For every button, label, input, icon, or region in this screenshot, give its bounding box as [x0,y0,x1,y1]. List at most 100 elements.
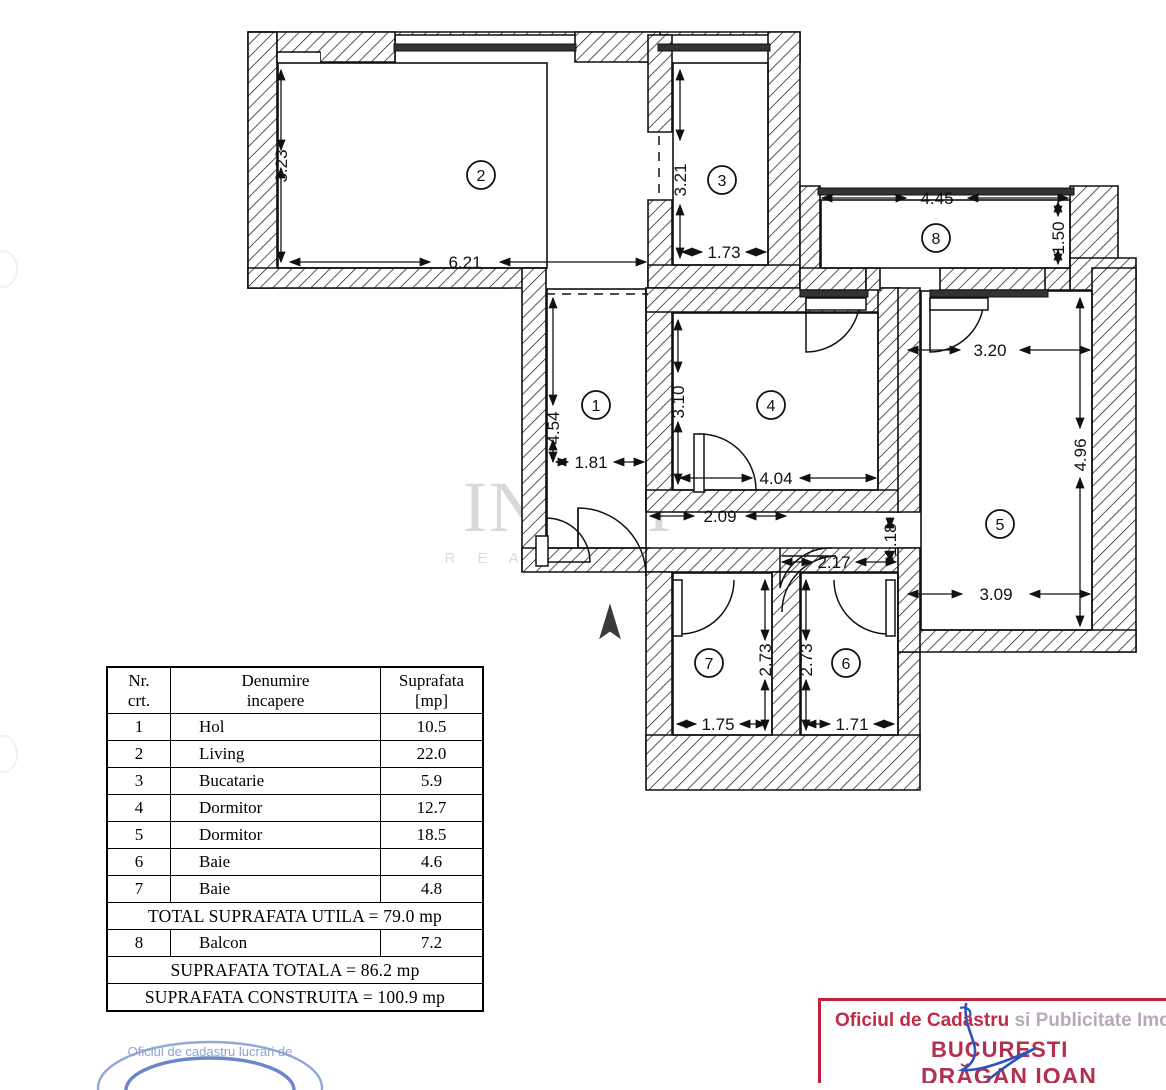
cell-area: 18.5 [380,821,484,850]
svg-text:4.54: 4.54 [544,411,563,444]
svg-text:4.04: 4.04 [759,469,792,488]
svg-text:4.45: 4.45 [920,189,953,208]
svg-text:3: 3 [718,173,727,190]
table-header-row: Nr. crt. Denumire incapere Suprafata [mp… [106,666,484,715]
header-denumire: Denumire incapere [170,666,381,715]
header-suprafata-line1: Suprafata [398,671,465,690]
cell-nr: 8 [106,929,171,958]
room-outlines [277,62,1093,736]
svg-text:1.18: 1.18 [881,523,900,556]
table-total-totala-row: SUPRAFATA TOTALA = 86.2 mp [106,956,484,985]
cell-area: 12.7 [380,794,484,823]
header-nr-line2: crt. [127,690,151,710]
header-nr: Nr. crt. [106,666,171,715]
window-kitchen [657,43,771,52]
svg-text:2.73: 2.73 [797,643,816,676]
room-badge-4: 4 [756,390,786,420]
walls-hatched [247,31,1137,791]
header-denumire-line1: Denumire [241,671,310,690]
table-total-utila-row: TOTAL SUPRAFATA UTILA = 79.0 mp [106,902,484,931]
cell-nr: 3 [106,767,171,796]
cell-nr: 1 [106,713,171,742]
cell-area: 5.9 [380,767,484,796]
room-badge-8: 8 [921,223,951,253]
cell-name: Hol [170,713,381,742]
dimension-lines [276,68,1092,732]
cell-area: 22.0 [380,740,484,769]
header-suprafata: Suprafata [mp] [380,666,484,715]
table-total-construita-row: SUPRAFATA CONSTRUITA = 100.9 mp [106,983,484,1012]
svg-text:5: 5 [996,517,1005,534]
svg-text:1.73: 1.73 [707,243,740,262]
cell-area: 4.8 [380,875,484,904]
window-bed5 [929,289,1049,298]
windows [393,43,1075,298]
cell-area: 10.5 [380,713,484,742]
cell-name: Dormitor [170,821,381,850]
room-badge-6: 6 [831,648,861,678]
cell-name: Dormitor [170,794,381,823]
cell-area: 4.6 [380,848,484,877]
header-nr-line1: Nr. [128,671,150,690]
svg-text:4: 4 [767,398,776,415]
svg-text:3.23: 3.23 [272,149,291,182]
room-badge-2: 2 [466,160,496,190]
svg-text:1: 1 [592,398,601,415]
cell-nr: 4 [106,794,171,823]
cell-name: Baie [170,848,381,877]
svg-text:7: 7 [705,656,714,673]
total-totala: SUPRAFATA TOTALA = 86.2 mp [106,956,484,985]
header-suprafata-line2: [mp] [414,690,449,710]
room-badge-5: 5 [985,509,1015,539]
svg-text:6: 6 [842,656,851,673]
cadastre-office-stamp: Oficiul de Cadastru si Publicitate Imobi… [818,998,1166,1083]
cell-nr: 2 [106,740,171,769]
north-arrow-icon [599,603,621,640]
total-construita: SUPRAFATA CONSTRUITA = 100.9 mp [106,983,484,1012]
window-bed4-left [799,289,869,298]
opening-dashed-lines [546,136,660,295]
cell-nr: 7 [106,875,171,904]
svg-text:2.09: 2.09 [703,507,736,526]
cell-nr: 6 [106,848,171,877]
svg-text:4.96: 4.96 [1071,438,1090,471]
svg-text:3.21: 3.21 [671,163,690,196]
svg-text:3.10: 3.10 [669,385,688,418]
svg-text:Oficiul de cadastru lucrări de: Oficiul de cadastru lucrări de [128,1044,293,1059]
svg-text:3.20: 3.20 [973,341,1006,360]
svg-text:2: 2 [477,168,486,185]
secondary-blue-stamp: Oficiul de cadastru lucrări de [96,1040,324,1090]
dimension-labels: 3.23 6.21 3.21 1.73 4.45 1.50 4.54 1.81 … [272,149,1090,734]
room-badge-3: 3 [707,165,737,195]
header-denumire-line2: incapere [246,690,305,710]
stamp-city: BUCURESTI [931,1037,1069,1062]
stamp-person: DRĂGAN IOAN [921,1063,1097,1083]
svg-text:1.71: 1.71 [835,715,868,734]
svg-text:2.17: 2.17 [817,553,850,572]
stamp-office-sub: si Publicitate Imobiliara [1014,1010,1166,1031]
svg-text:1.50: 1.50 [1049,221,1068,254]
stamp-office-label: Oficiul de Cadastru [835,1010,1010,1031]
svg-text:3.09: 3.09 [979,585,1012,604]
svg-text:6.21: 6.21 [448,253,481,272]
window-balcony [817,187,1075,196]
room-badge-1: 1 [581,390,611,420]
svg-text:2.73: 2.73 [756,643,775,676]
svg-text:8: 8 [932,231,941,248]
cell-name: Baie [170,875,381,904]
cell-name: Living [170,740,381,769]
cell-name: Balcon [170,929,381,958]
svg-text:1.75: 1.75 [701,715,734,734]
total-utila: TOTAL SUPRAFATA UTILA = 79.0 mp [106,902,484,931]
cell-nr: 5 [106,821,171,850]
stamp-line-1: Oficiul de Cadastru si Publicitate Imobi… [835,1010,1166,1032]
room-number-badges: 2 3 8 1 4 5 7 6 [466,160,1015,678]
